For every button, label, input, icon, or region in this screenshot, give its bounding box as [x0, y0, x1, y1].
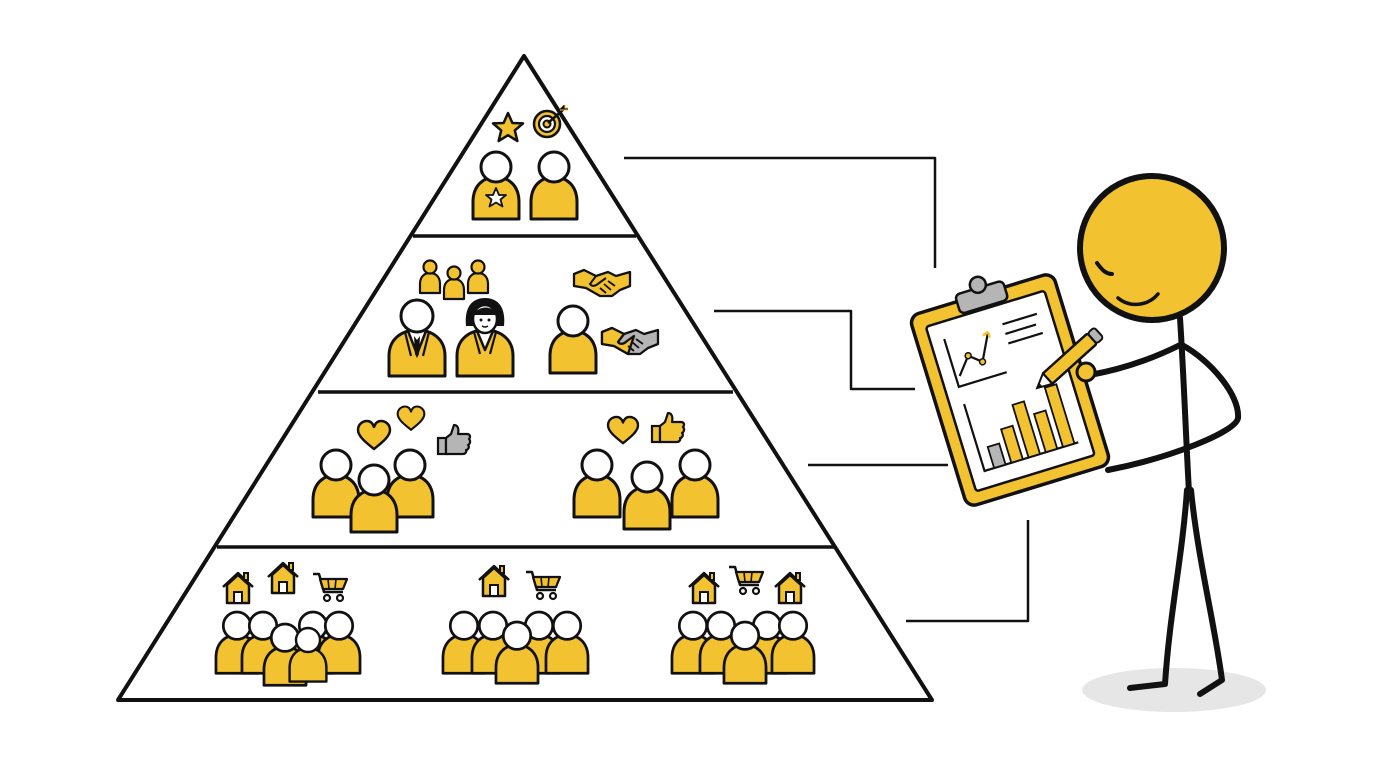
line-chart-icon	[943, 330, 1007, 389]
connector-lines	[624, 156, 1030, 623]
small-person	[442, 265, 466, 301]
ground-shadow	[1082, 668, 1266, 712]
text-lines-icon	[1002, 312, 1044, 345]
clipboard-icon	[909, 273, 1111, 507]
small-person	[466, 259, 490, 295]
crowd-group-right	[670, 565, 816, 685]
connector-line	[714, 309, 915, 391]
crowd-group-left	[214, 561, 362, 687]
pencil-icon	[1035, 327, 1104, 390]
left-arm	[1087, 342, 1183, 378]
eye	[1095, 261, 1114, 276]
small-person	[418, 259, 442, 295]
right-leg	[1188, 487, 1225, 697]
left-leg	[1127, 487, 1190, 691]
right-arm	[1105, 342, 1242, 473]
analyst-figure	[909, 173, 1266, 712]
pyramid	[116, 54, 934, 702]
torso	[1177, 315, 1192, 495]
hand	[1075, 361, 1097, 383]
connector-line	[624, 156, 937, 268]
connector-line	[906, 520, 1030, 623]
bar-chart-icon	[963, 383, 1079, 473]
smile	[1116, 292, 1160, 307]
pyramid-outline	[116, 54, 934, 702]
team-group	[418, 259, 490, 301]
head	[1077, 173, 1227, 323]
clipboard-clip-ring	[968, 275, 988, 295]
